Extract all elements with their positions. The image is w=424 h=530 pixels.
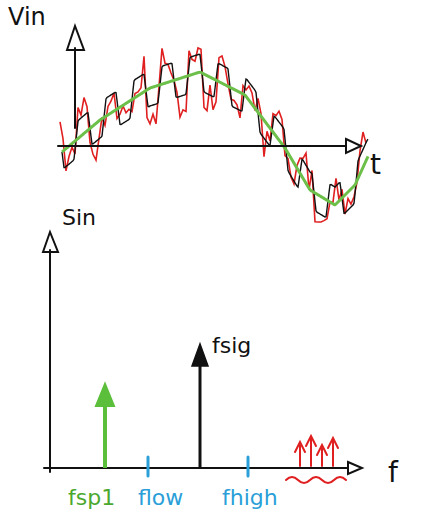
- frequency-label: flow: [138, 486, 183, 510]
- signal-line: [192, 344, 208, 468]
- spectrum-axes: [43, 232, 362, 474]
- tick: [247, 457, 250, 476]
- horizontal-axis: [58, 145, 346, 147]
- tick: [147, 457, 150, 476]
- axis-name: Sin: [62, 206, 96, 230]
- low-frequency-line: [96, 384, 114, 468]
- noise-squiggle: [286, 477, 346, 483]
- axis-arrowhead: [346, 139, 361, 153]
- axis-arrowhead: [43, 232, 58, 252]
- waveforms: [60, 48, 368, 222]
- arrowhead: [192, 344, 208, 366]
- axis-name: f: [388, 458, 398, 489]
- noise-lines: [286, 436, 346, 483]
- axis-name: Vin: [8, 4, 46, 30]
- vertical-axis: [74, 48, 76, 128]
- frequency-label: fsig: [212, 334, 251, 358]
- frequency-label: fsp1: [68, 486, 115, 510]
- axis-name: t: [370, 150, 381, 181]
- frequency-label: fhigh: [222, 486, 278, 510]
- axis-arrowhead: [348, 462, 362, 474]
- axis-arrowhead: [67, 26, 84, 50]
- spectral-line: [199, 364, 202, 468]
- signal-waveform: [62, 54, 368, 217]
- vertical-axis: [49, 250, 51, 472]
- horizontal-axis: [44, 467, 348, 469]
- arrowhead: [96, 384, 114, 406]
- time-axes: [58, 26, 361, 153]
- band-ticks: [148, 457, 248, 476]
- low-frequency-waveform: [62, 72, 368, 205]
- spectral-line: [103, 402, 107, 468]
